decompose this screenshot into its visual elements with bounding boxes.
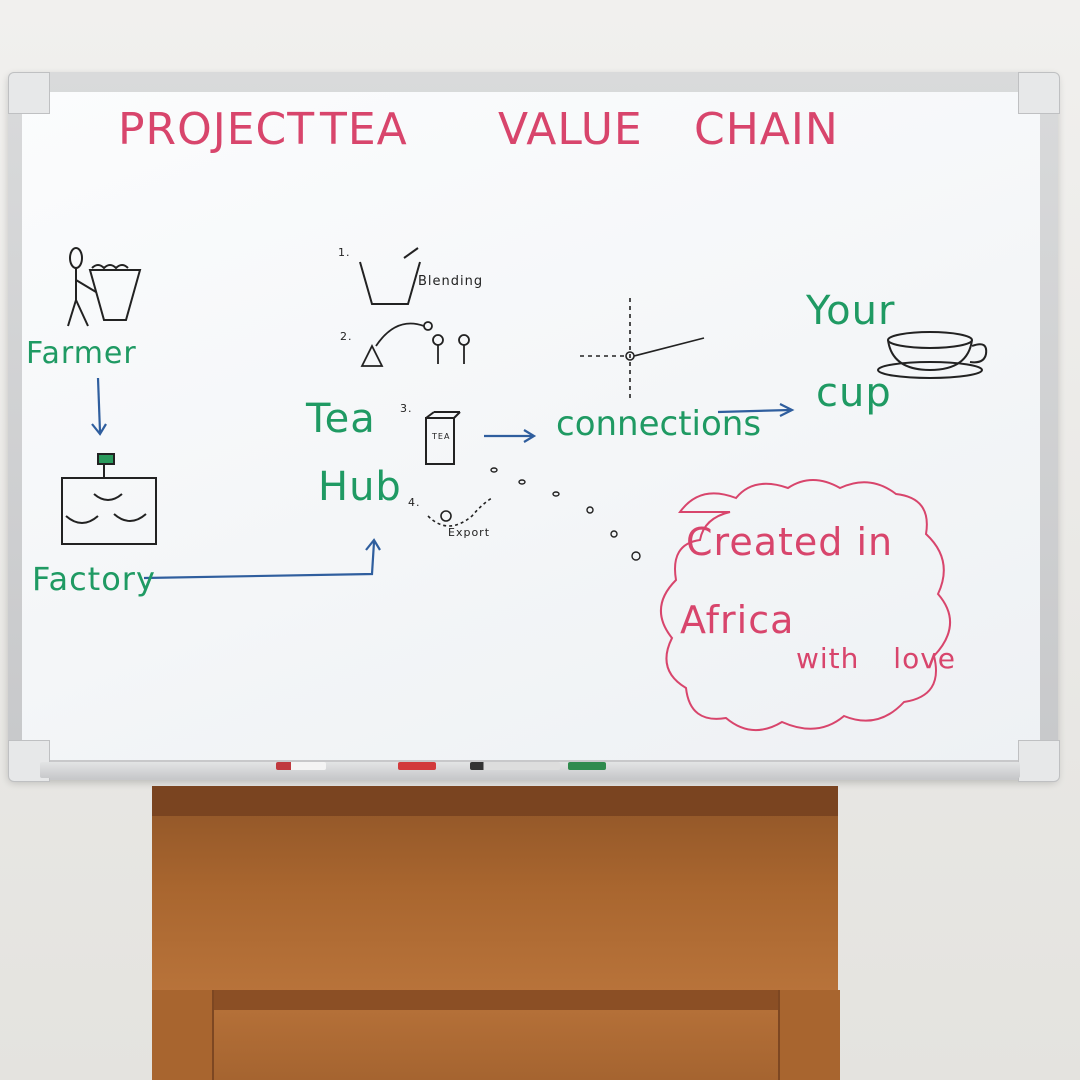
tea-box-sketch — [425, 411, 461, 465]
cloud-text-line2: Africa — [680, 598, 795, 642]
step-label-export: Export — [448, 526, 491, 539]
farmer-label: Farmer — [26, 336, 137, 371]
flow-arrows — [91, 377, 795, 580]
step-number-2: 2. — [340, 330, 353, 343]
title-word-value: VALUE — [498, 104, 643, 155]
factory-sketch — [61, 453, 157, 545]
farmer-sketch — [67, 247, 142, 327]
your-cup-label-line1: Your — [806, 288, 896, 334]
cloud-text-line3: with love — [796, 642, 957, 675]
frame-corner-top-left — [8, 72, 50, 114]
pink-cloud-outline — [659, 479, 952, 732]
title-word-project: PROJECT — [118, 104, 316, 155]
tea-hub-label-line1: Tea — [306, 396, 376, 442]
frame-corner-top-right — [1018, 72, 1060, 114]
black-marker — [470, 762, 560, 770]
thought-bubbles — [490, 467, 641, 561]
tea-hub-label-line2: Hub — [318, 464, 402, 510]
wooden-stand-leg-right — [778, 990, 840, 1080]
cloud-text-line1: Created in — [686, 520, 894, 564]
step-number-4: 4. — [408, 496, 421, 509]
blending-bowl-sketch — [359, 247, 421, 305]
whiteboard-surface — [22, 92, 1040, 760]
wooden-stand-top — [152, 786, 838, 816]
teacup-sketch — [877, 331, 988, 379]
step-number-1: 1. — [338, 246, 351, 259]
title-word-tea: TEA — [320, 104, 408, 155]
red-marker-cap — [398, 762, 436, 770]
teabag-people-sketch — [360, 321, 470, 367]
connections-label: connections — [556, 404, 762, 444]
green-marker — [568, 762, 606, 770]
step-number-3: 3. — [400, 402, 413, 415]
wooden-stand-leg-left — [152, 990, 214, 1080]
wooden-stand — [152, 786, 838, 1080]
your-cup-label-line2: cup — [816, 370, 892, 416]
export-path-sketch — [427, 497, 493, 527]
factory-label: Factory — [32, 560, 156, 598]
frame-corner-bottom-right — [1018, 740, 1060, 782]
red-marker — [276, 762, 326, 770]
connections-network-sketch — [580, 298, 705, 398]
title-word-chain: CHAIN — [694, 104, 839, 155]
wooden-stand-rail — [152, 990, 838, 1010]
step-label-blending: Blending — [418, 274, 484, 289]
tea-box-label: TEA — [432, 432, 451, 441]
